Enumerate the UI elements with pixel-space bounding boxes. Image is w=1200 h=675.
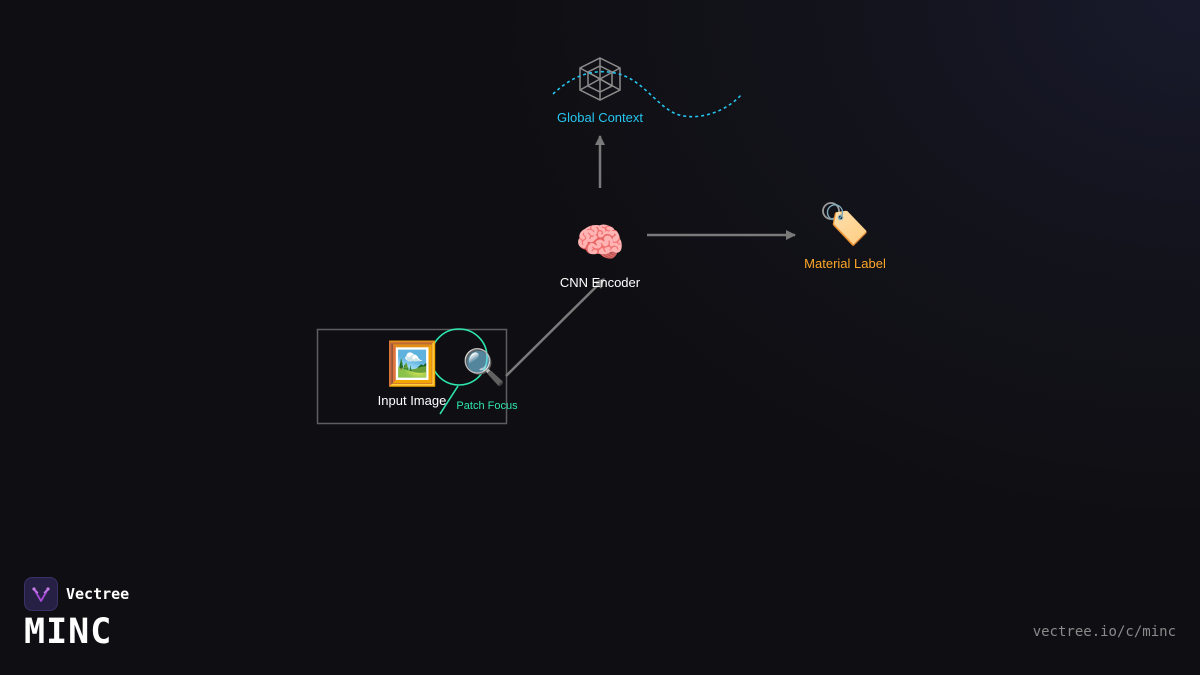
source-url[interactable]: vectree.io/c/minc — [1032, 624, 1176, 640]
material-label-label: Material Label — [804, 256, 886, 271]
cnn-encoder-label: CNN Encoder — [559, 275, 641, 290]
edge-input-to-encoder — [505, 278, 605, 377]
brain-icon: 🧠 — [575, 220, 625, 266]
magnifier-icon: 🔍 — [462, 348, 506, 388]
brand: Vectree — [24, 577, 129, 611]
page-title: MINC — [24, 612, 113, 652]
input-image-label: Input Image — [377, 393, 447, 408]
global-context-label: Global Context — [557, 110, 643, 125]
tag-icon: 🏷️ — [823, 203, 871, 247]
patch-focus-handle — [439, 385, 459, 415]
network-icon — [579, 57, 621, 101]
tag-ring — [822, 202, 840, 220]
framed-picture-icon: 🖼️ — [386, 339, 439, 388]
vectree-logo-icon — [24, 577, 58, 611]
brand-name: Vectree — [66, 585, 130, 603]
patch-focus-label: Patch Focus — [456, 400, 518, 412]
global-context-wave — [552, 70, 743, 118]
patch-focus-lens — [430, 328, 488, 386]
